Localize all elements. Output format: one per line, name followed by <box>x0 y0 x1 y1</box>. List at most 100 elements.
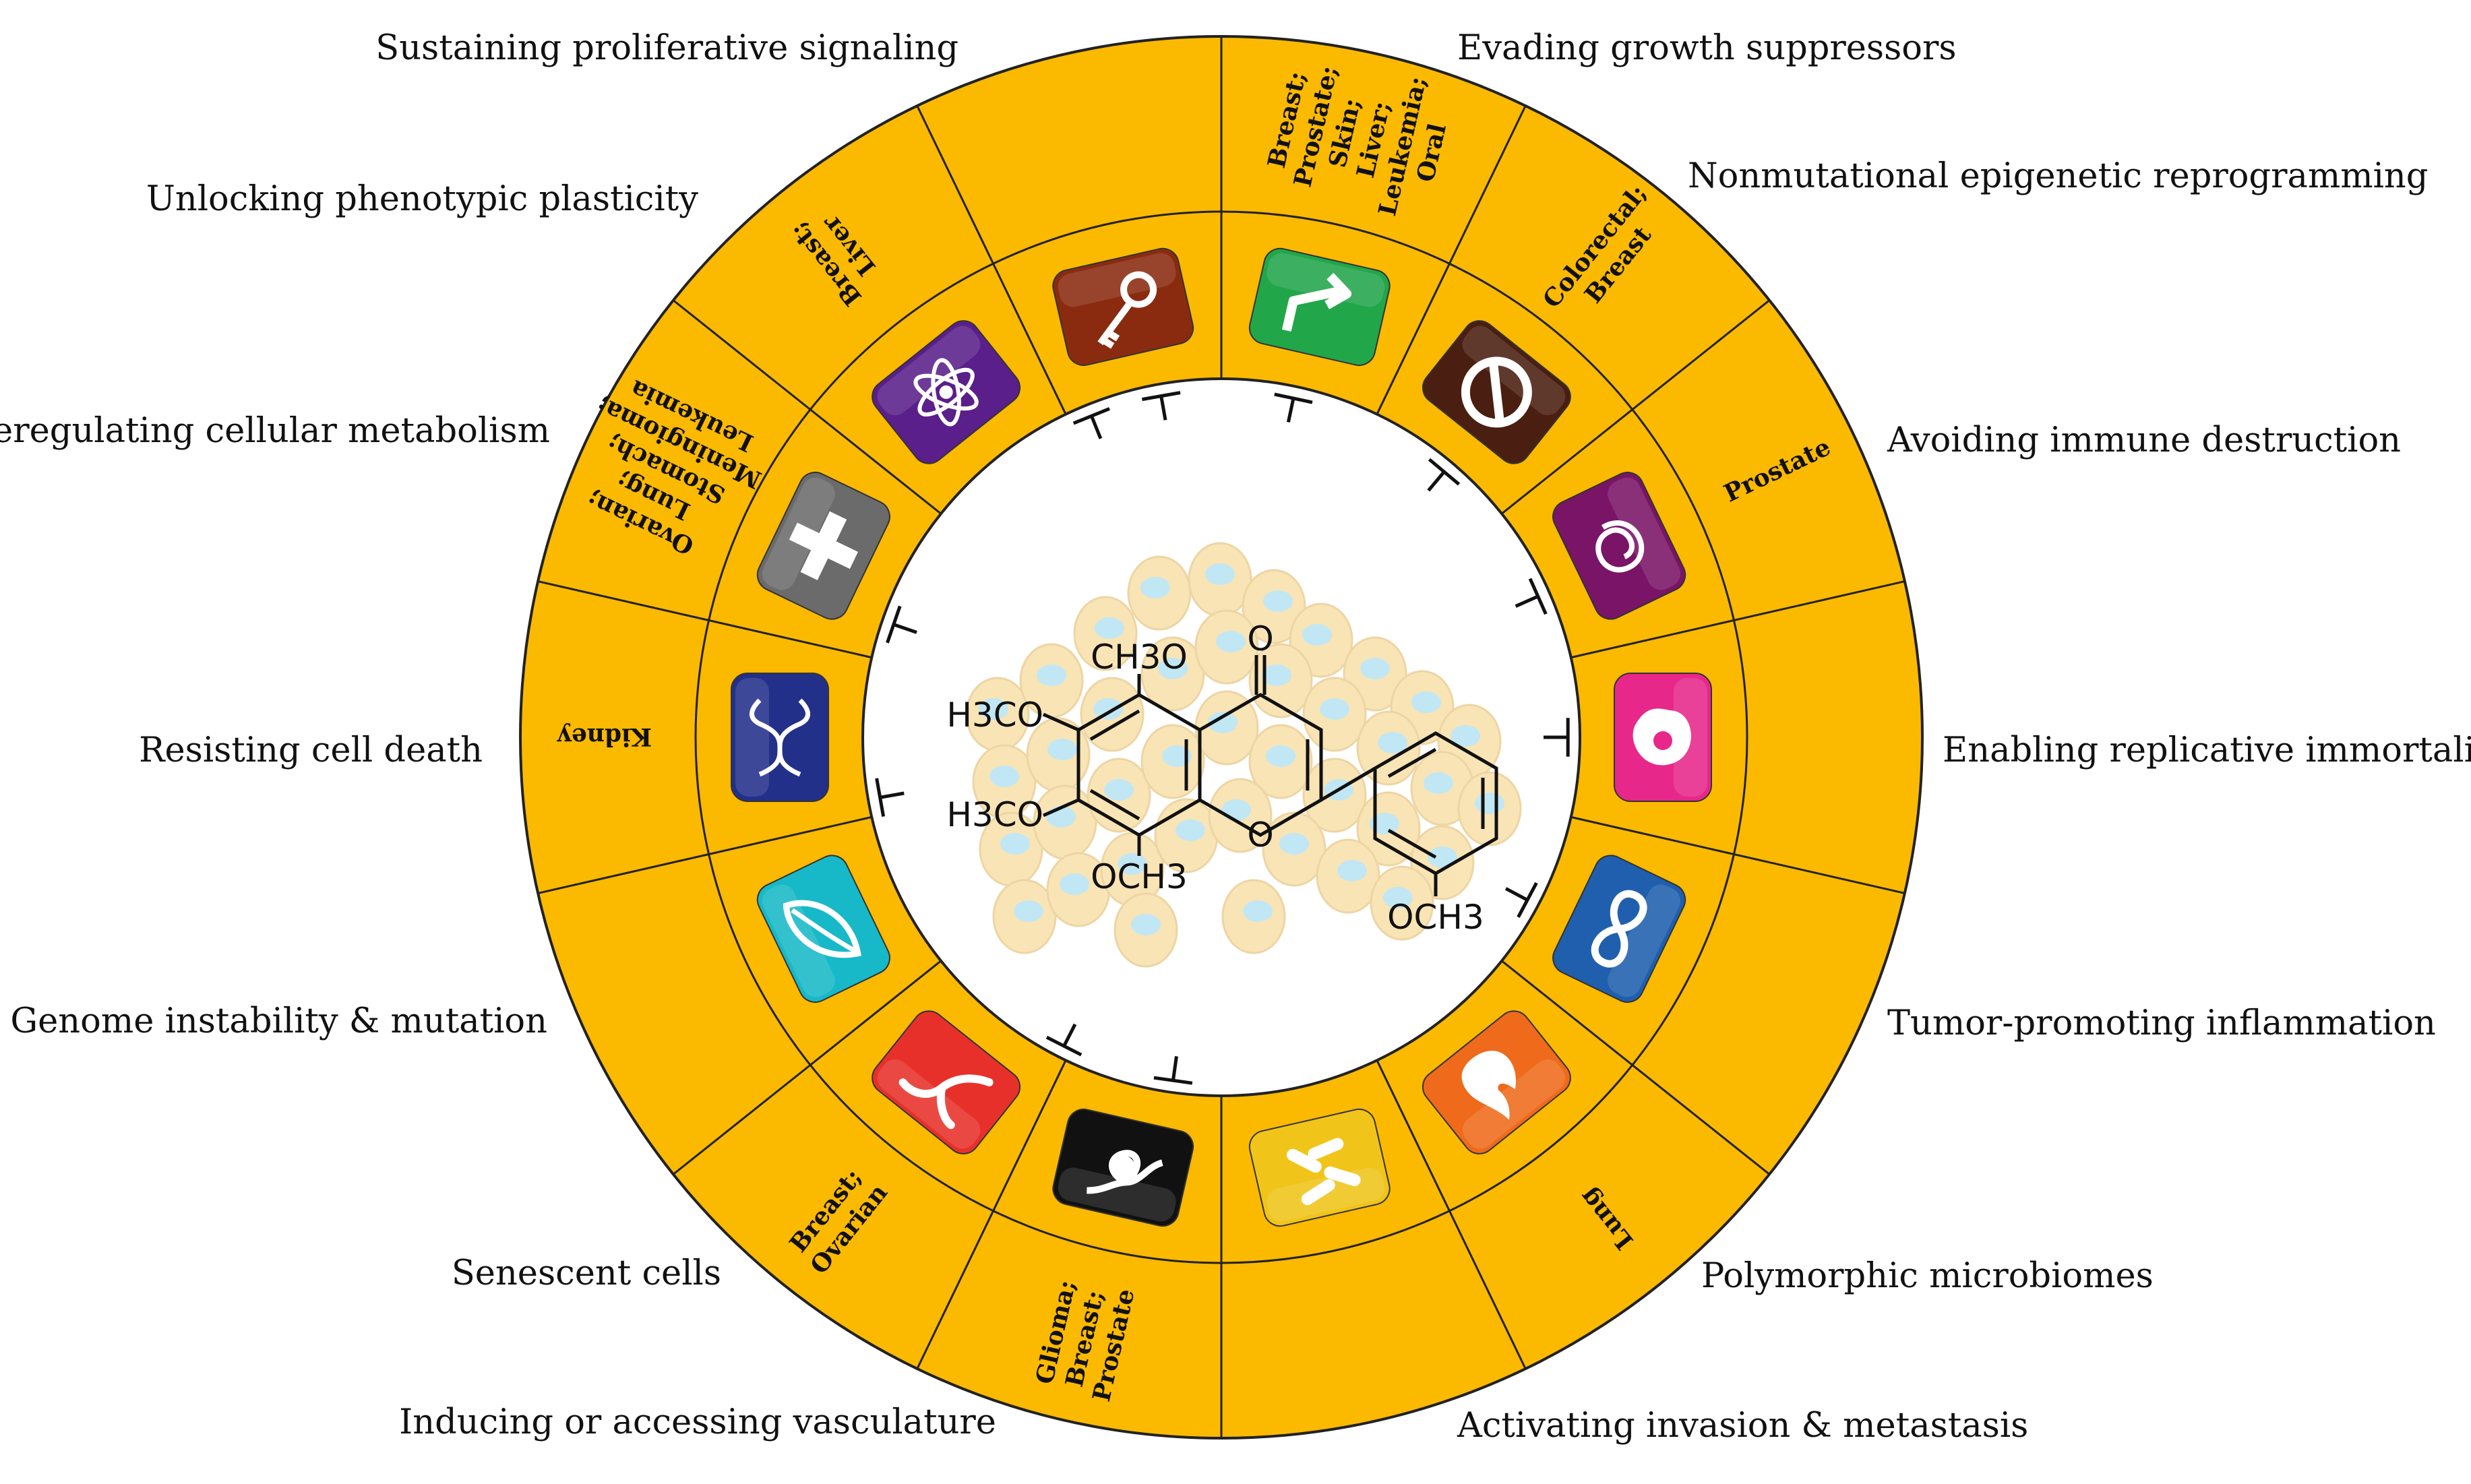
cancer-label-group: Kidney <box>557 722 652 751</box>
cell-nucleus <box>1451 725 1480 747</box>
inhibition-stem <box>1062 1023 1077 1048</box>
segment-separator <box>537 815 872 894</box>
flame-icon <box>1422 1010 1571 1154</box>
segment-separator <box>1500 299 1771 515</box>
ring-oxygen-label: O <box>1247 815 1273 855</box>
segment-separator <box>1376 105 1527 415</box>
right-turn-arrow-icon <box>1248 247 1391 367</box>
prohibition-icon <box>1422 320 1571 464</box>
inhibition-stem <box>1089 414 1103 439</box>
inhibition-bar <box>1141 391 1181 402</box>
cancer-cells-background <box>965 542 1522 968</box>
inhibition-stem <box>1515 594 1539 608</box>
inhibition-bar <box>1528 578 1548 615</box>
cell-nucleus <box>1424 772 1453 794</box>
cell-nucleus <box>1370 813 1399 834</box>
cell-nucleus <box>1320 698 1349 720</box>
immune-cell-icon <box>1614 673 1712 802</box>
hallmark-label-evading: Evading growth suppressors <box>1457 28 1957 68</box>
inhibition-bar <box>1045 1035 1082 1057</box>
methoxy-c4p-label: OCH3 <box>1387 898 1484 937</box>
cell-nucleus <box>1176 820 1205 841</box>
cell-nucleus <box>989 766 1019 787</box>
metastasis-cell-icon <box>1052 1108 1194 1227</box>
dna-helix-icon <box>731 673 829 802</box>
chemical-structure: O O CH3O H3CO H3CO OCH3 OCH3 <box>946 619 1498 937</box>
inhibition-bar <box>886 605 902 644</box>
cell-nucleus <box>1095 617 1124 639</box>
cell-nucleus <box>1243 900 1273 922</box>
atom-icon <box>872 320 1021 464</box>
key-icon <box>1052 247 1194 367</box>
inhibition-stem <box>1504 887 1529 902</box>
hallmark-label-senescent: Senescent cells <box>452 1254 721 1293</box>
inhibition-bar <box>1274 392 1313 404</box>
cell-nucleus <box>1208 712 1238 733</box>
cell-nucleus <box>1014 900 1043 922</box>
cancer-label-group: Breast;Prostate;Skin;Liver;Leukemia;Oral <box>1262 63 1452 219</box>
hallmark-label-genome: Genome instability & mutation <box>10 1001 547 1041</box>
cell-nucleus <box>1475 793 1504 814</box>
segment-separator <box>1500 960 1771 1175</box>
methoxy-c5-label: CH3O <box>1091 638 1188 677</box>
cell-nucleus <box>1302 624 1332 646</box>
cell-nucleus <box>1162 745 1192 767</box>
hallmark-label-immortality: Enabling replicative immortality <box>1943 731 2471 770</box>
cell-nucleus <box>1131 914 1161 935</box>
cell-nucleus <box>1263 590 1293 612</box>
cross-icon <box>756 472 890 620</box>
inhibition-bar <box>1428 458 1461 486</box>
segment-separator <box>916 1059 1067 1369</box>
hallmark-icons <box>731 247 1712 1227</box>
cell-nucleus <box>1104 779 1134 801</box>
segment-separator <box>672 960 942 1175</box>
inhibition-bar <box>875 778 886 817</box>
hallmark-label-epigenetic: Nonmutational epigenetic reprogramming <box>1688 156 2428 196</box>
chromatin-icon <box>1552 472 1686 620</box>
cell-nucleus <box>979 698 1008 720</box>
segment-separator <box>672 299 942 515</box>
hallmark-labels: Sustaining proliferative signaling Evadi… <box>0 28 2471 1446</box>
inhibition-stem <box>1171 1056 1178 1082</box>
cell-nucleus <box>1060 873 1089 895</box>
cell-nucleus <box>1279 833 1309 855</box>
hallmark-label-immune: Avoiding immune destruction <box>1887 421 2401 460</box>
cell-nucleus <box>1205 563 1235 585</box>
cell-nucleus <box>1337 860 1367 882</box>
cancer-type-label: Kidney <box>557 722 652 751</box>
inhibition-stem <box>892 622 917 634</box>
cell-nucleus <box>1093 698 1123 720</box>
inhibition-stem <box>1286 397 1295 423</box>
infinity-icon <box>1552 855 1686 1003</box>
hallmark-label-vasculature: Inducing or accessing vasculature <box>399 1402 996 1442</box>
cell-nucleus <box>1428 846 1457 868</box>
hallmark-label-microbiomes: Polymorphic microbiomes <box>1701 1256 2154 1296</box>
cell-nucleus <box>1411 691 1441 713</box>
cell-nucleus <box>1118 853 1147 875</box>
inhibition-bar <box>1153 1076 1193 1085</box>
hallmark-label-inflammation: Tumor-promoting inflammation <box>1887 1003 2436 1043</box>
inhibition-stem <box>1159 395 1167 421</box>
hallmark-label-metabolism: Deregulating cellular metabolism <box>0 411 550 451</box>
cell-nucleus <box>1047 739 1077 760</box>
inhibition-bar <box>1517 882 1538 918</box>
cell-nucleus <box>1216 631 1246 652</box>
cell-nucleus <box>1000 833 1030 855</box>
segment-separator <box>916 105 1067 415</box>
methoxy-c7-label: H3CO <box>946 795 1043 834</box>
cell-nucleus <box>1360 658 1390 679</box>
cell-nucleus <box>1266 745 1295 767</box>
methoxy-c6-label: H3CO <box>946 695 1043 735</box>
cell-nucleus <box>1262 664 1291 686</box>
inhibition-stem <box>879 791 905 799</box>
cell-nucleus <box>1037 664 1066 686</box>
segment-separator <box>1376 1059 1527 1369</box>
cell-nucleus <box>1383 887 1413 908</box>
hallmark-label-sustaining: Sustaining proliferative signaling <box>375 28 958 68</box>
inhibition-stem <box>1427 470 1446 492</box>
segment-separator <box>1570 815 1905 894</box>
segment-separator <box>1570 580 1905 659</box>
cell-nucleus <box>1378 732 1407 753</box>
inhibition-bar <box>1072 407 1110 425</box>
segment-separator <box>537 580 872 659</box>
